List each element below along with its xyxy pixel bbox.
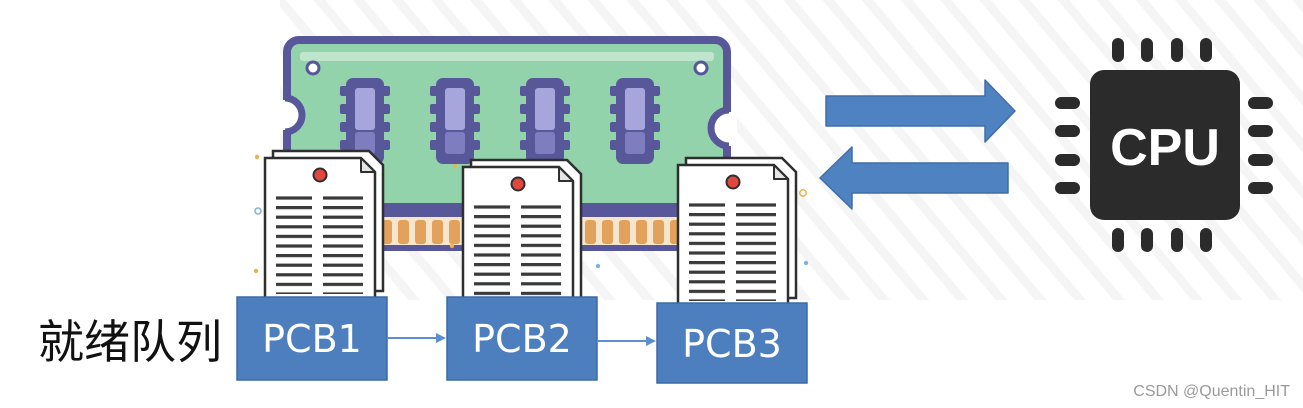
sparkle-dot <box>254 207 262 215</box>
memory-notch-left <box>284 94 306 136</box>
memory-notch-right <box>707 106 730 150</box>
memory-highlight-strip <box>300 52 714 61</box>
sparkle-dot <box>449 243 455 249</box>
memory-chip <box>520 78 570 164</box>
cpu-pins-right <box>1248 97 1273 194</box>
cpu-pins-top <box>1112 38 1212 62</box>
queue-link-arrow-1 <box>388 333 446 343</box>
cpu-pins-bottom <box>1112 228 1212 252</box>
ready-queue-label: 就绪队列 <box>38 315 222 369</box>
queue-link-arrow-2 <box>598 336 656 346</box>
document-icon <box>676 156 798 307</box>
cpu-chip-icon: CPU <box>1055 38 1273 252</box>
sparkle-dot <box>253 268 259 274</box>
sparkle-decoration <box>253 154 809 274</box>
cpu-label: CPU <box>1110 119 1220 177</box>
memory-chip <box>610 78 660 164</box>
arrow-right-icon <box>436 333 446 343</box>
document-icon <box>263 149 385 300</box>
sparkle-dot <box>799 189 807 197</box>
pcb-box-fill <box>656 302 808 384</box>
sparkle-dot <box>254 154 260 160</box>
memory-hole-left <box>305 60 321 76</box>
pcb-box-fill <box>236 296 388 381</box>
sparkle-dot <box>595 263 601 269</box>
sparkle-dot <box>453 164 457 168</box>
pcb-label: PCB1 <box>262 317 362 361</box>
cpu-pins-left <box>1055 97 1080 194</box>
memory-hole-right <box>693 60 709 76</box>
pcb-box-1: PCB1 <box>236 296 388 381</box>
sparkle-dot <box>803 260 809 266</box>
arrow-right-icon <box>825 79 1016 143</box>
arrow-right-icon <box>646 336 656 346</box>
memory-chip <box>430 78 480 164</box>
document-icon <box>461 158 583 309</box>
arrow-left-icon <box>819 146 1009 210</box>
pcb-label: PCB3 <box>682 322 782 366</box>
pcb-label: PCB2 <box>472 317 572 361</box>
watermark: CSDN @Quentin_HIT <box>1133 383 1290 400</box>
cpu-body <box>1090 70 1240 220</box>
pcb-box-fill <box>446 296 598 381</box>
pcb-box-2: PCB2 <box>446 296 598 381</box>
pcb-box-3: PCB3 <box>656 302 808 384</box>
